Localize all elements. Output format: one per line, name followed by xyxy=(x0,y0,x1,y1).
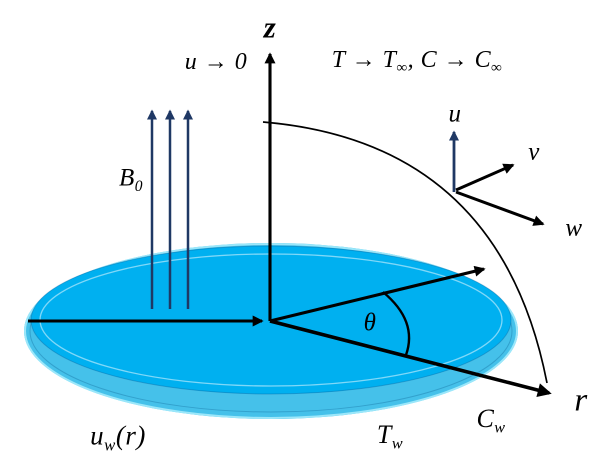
velocity-v-arrow xyxy=(455,163,515,192)
theta-angle-arc xyxy=(382,291,411,356)
velocity-w-arrow xyxy=(455,190,545,226)
velocity-w-label: w xyxy=(565,214,583,242)
r-axis-arrow xyxy=(269,319,552,397)
velocity-v-label: v xyxy=(528,138,540,166)
wall-temperature-label: Tw xyxy=(376,420,403,453)
far-field-t-part: T → T xyxy=(331,47,397,73)
magnetic-field-label: B0 xyxy=(118,164,143,195)
theta-angle-label: θ xyxy=(363,309,377,337)
wall-concentration-label: Cw xyxy=(476,404,505,437)
c-infinity-subscript: ∞ xyxy=(491,60,503,77)
tw-base: T xyxy=(376,420,392,449)
u-far-field-label: u → 0 xyxy=(184,49,248,75)
uw-argument: (r) xyxy=(115,420,146,451)
uw-subscript: w xyxy=(104,435,116,455)
t-infinity-subscript: ∞ xyxy=(396,60,408,77)
cw-subscript: w xyxy=(494,419,506,437)
tw-subscript: w xyxy=(391,435,404,453)
cw-base: C xyxy=(476,404,495,433)
upper-radial-arrow xyxy=(269,265,486,323)
z-axis-label: z xyxy=(263,9,277,45)
boundary-layer-arc xyxy=(262,121,548,384)
axes-and-arrows xyxy=(28,52,552,397)
wall-velocity-label: uw(r) xyxy=(90,420,146,453)
r-axis-label: r xyxy=(574,382,588,419)
b-base: B xyxy=(118,164,135,192)
far-field-c-part: , C → C xyxy=(407,47,492,73)
field-and-u-arrows xyxy=(147,109,459,309)
uw-base: u xyxy=(90,420,105,451)
b-zero-subscript: 0 xyxy=(134,177,144,195)
temperature-concentration-far-field-label: T → T∞, C → C∞ xyxy=(331,47,503,76)
velocity-u-label: u xyxy=(448,100,462,128)
